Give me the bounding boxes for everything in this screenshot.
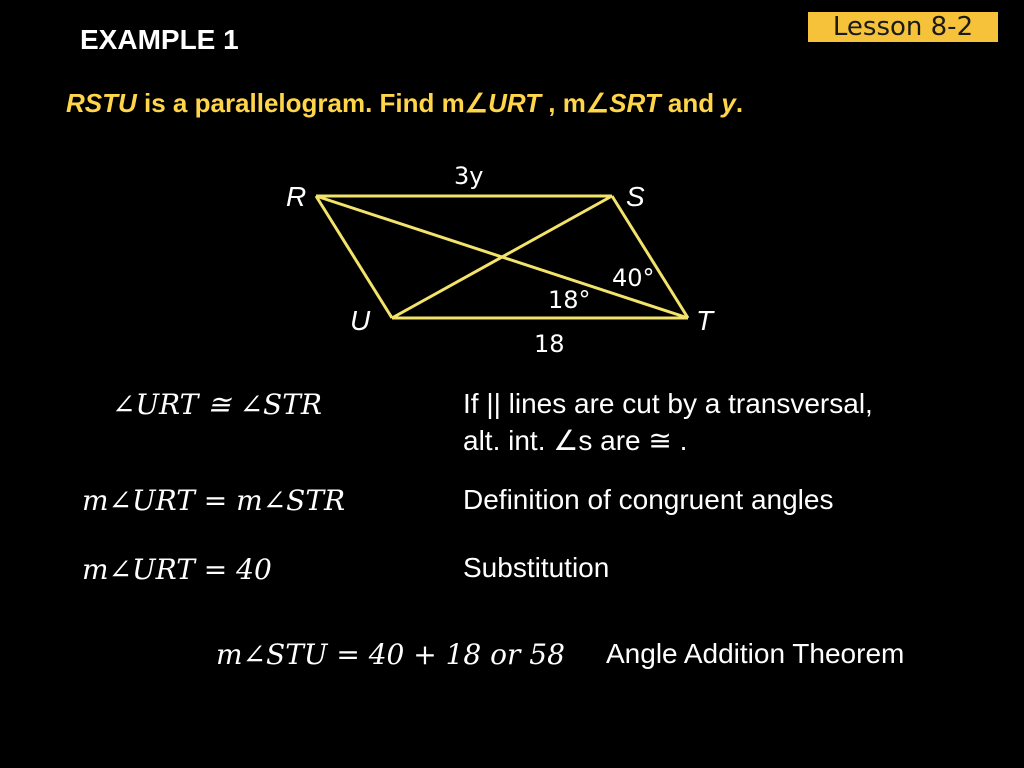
lesson-badge: Lesson 8-2 xyxy=(808,12,998,42)
vertex-label-r: R xyxy=(286,181,306,212)
step-2-reason: Definition of congruent angles xyxy=(463,484,834,515)
vertex-label-t: T xyxy=(696,305,715,336)
angle-symbol: ∠ xyxy=(464,88,489,118)
problem-variable: y xyxy=(721,88,736,118)
problem-text: is a parallelogram. Find m xyxy=(136,88,465,118)
angle-label-40: 40° xyxy=(612,264,655,292)
problem-figure-name: RSTU xyxy=(66,88,137,118)
problem-angle-2: SRT xyxy=(609,88,661,118)
step-1-reason-line-1: If || lines are cut by a transversal, xyxy=(463,388,873,419)
problem-text-4: . xyxy=(735,88,744,118)
diagonal-su xyxy=(391,194,613,320)
step-1-statement: ∠URT ≅ ∠STR xyxy=(112,388,322,421)
parallelogram-diagram: R S T U 3y 18 40° 18° xyxy=(286,162,715,358)
side-label-18: 18 xyxy=(534,330,565,358)
side-label-3y: 3y xyxy=(454,162,483,190)
side-ur xyxy=(314,195,394,319)
step-2-statement: m∠URT = m∠STR xyxy=(82,484,346,517)
angle-symbol: ∠ xyxy=(585,88,610,118)
vertex-label-u: U xyxy=(350,305,371,336)
angle-label-18: 18° xyxy=(548,286,591,314)
problem-text-3: and xyxy=(660,88,722,118)
step-3-reason: Substitution xyxy=(463,552,610,583)
step-3-statement: m∠URT = 40 xyxy=(82,553,272,586)
problem-text-2: , m xyxy=(541,88,586,118)
vertex-label-s: S xyxy=(626,181,645,212)
step-1-reason-line-2: alt. int. ∠s are ≅ . xyxy=(463,425,688,456)
example-title: EXAMPLE 1 xyxy=(80,24,239,55)
step-4-statement: m∠STU = 40 + 18 or 58 xyxy=(216,638,565,671)
problem-statement: RSTU is a parallelogram. Find m∠URT , m∠… xyxy=(66,88,743,119)
side-st xyxy=(610,195,690,319)
step-4-reason: Angle Addition Theorem xyxy=(606,638,905,669)
problem-angle-1: URT xyxy=(488,88,542,118)
